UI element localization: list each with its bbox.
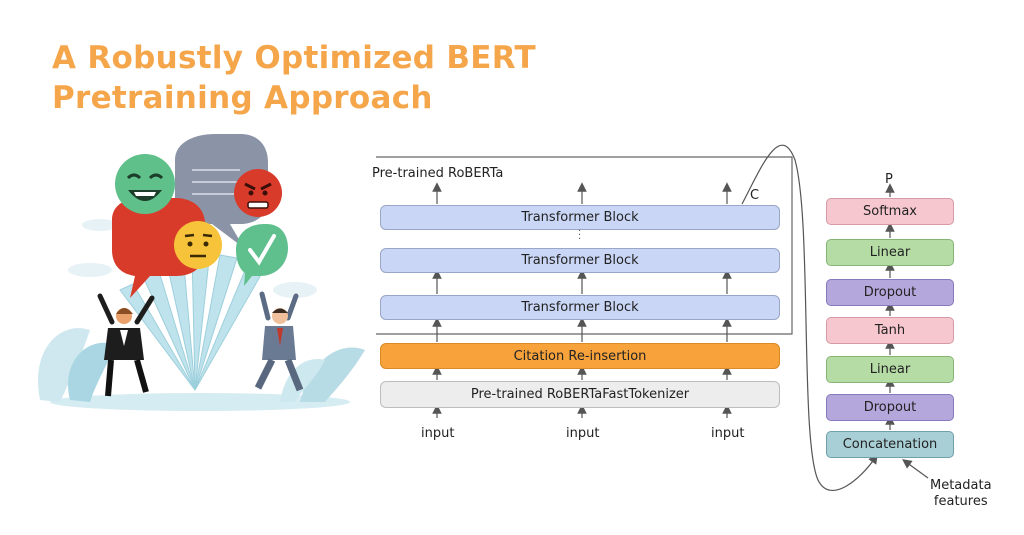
tanh-layer: Tanh	[826, 317, 954, 344]
neutral-emoji-icon	[174, 221, 222, 269]
softmax-layer: Softmax	[826, 198, 954, 225]
roberta-frame	[376, 156, 793, 335]
ground-shadow	[50, 393, 350, 411]
leaf-left	[38, 328, 90, 402]
c-connector-curve	[741, 144, 878, 492]
input-label: input	[566, 426, 600, 441]
check-bubble-icon	[236, 224, 288, 286]
metadata-line-2: features	[933, 494, 988, 509]
chat-illustration	[38, 134, 365, 411]
leaf-right-2	[280, 359, 325, 402]
linear-layer-top: Linear	[826, 239, 954, 266]
dropout-layer-top: Dropout	[826, 279, 954, 306]
page-title: A Robustly Optimized BERT Pretraining Ap…	[52, 38, 612, 118]
input-label: input	[711, 426, 745, 441]
concatenation-layer: Concatenation	[826, 431, 954, 458]
citation-reinsertion-block: Citation Re-insertion	[380, 343, 780, 369]
transformer-block-top: Transformer Block	[380, 205, 780, 230]
leaf-right	[300, 347, 365, 402]
roberta-label: Pre-trained RoBERTa	[372, 166, 504, 181]
metadata-label: Metadata features	[930, 478, 992, 510]
metadata-line-1: Metadata	[930, 478, 992, 493]
cloud	[68, 263, 112, 277]
input-label: input	[421, 426, 455, 441]
cloud	[82, 219, 118, 231]
dropout-layer-bottom: Dropout	[826, 394, 954, 421]
arrows-roberta	[432, 182, 732, 418]
c-label: C	[750, 188, 760, 203]
red-speech-bubble	[112, 198, 205, 298]
cloud	[273, 282, 317, 298]
title-line-1: A Robustly Optimized BERT	[52, 40, 537, 76]
linear-layer-bottom: Linear	[826, 356, 954, 383]
woman-figure	[97, 293, 155, 397]
tokenizer-block: Pre-trained RoBERTaFastTokenizer	[380, 381, 780, 408]
transformer-block-middle: Transformer Block	[380, 248, 780, 273]
arrows-head	[885, 183, 929, 479]
ellipsis-dots: ···	[578, 226, 582, 245]
transformer-block-bottom: Transformer Block	[380, 295, 780, 320]
happy-emoji-icon	[115, 154, 175, 214]
output-p-label: P	[885, 172, 893, 187]
title-line-2: Pretraining Approach	[52, 80, 433, 116]
angry-emoji-icon	[234, 169, 282, 217]
leaf-left-2	[68, 342, 115, 402]
man-figure	[254, 291, 304, 392]
